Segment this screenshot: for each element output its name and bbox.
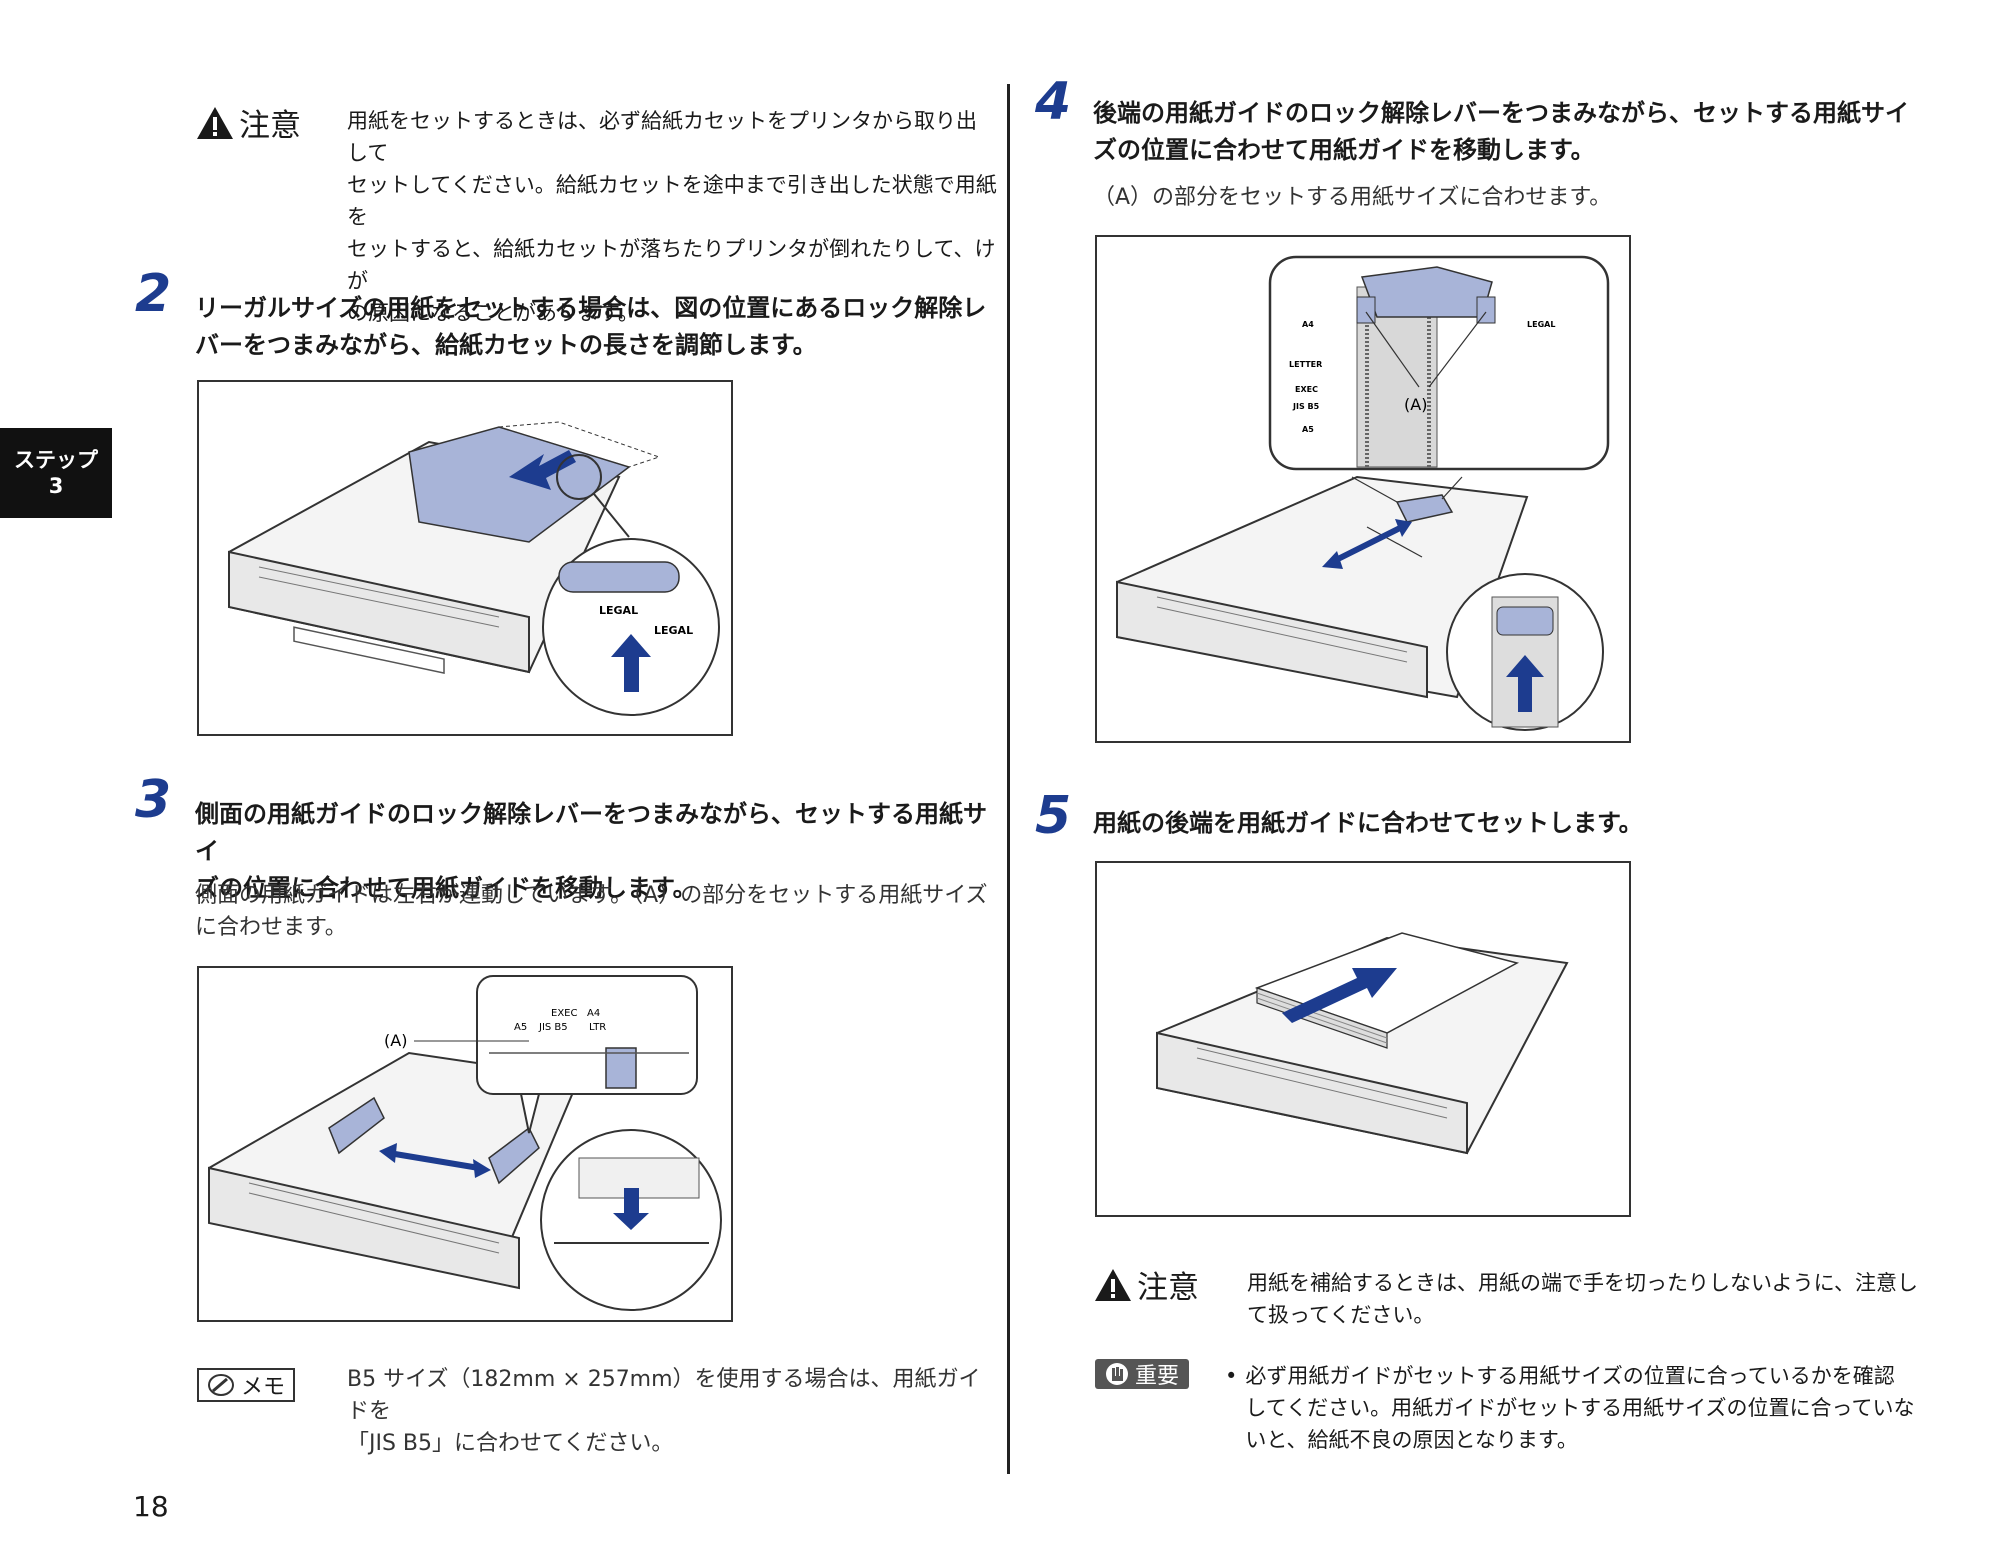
callout-a-label: (A) — [384, 1031, 407, 1050]
text-line: 必ず用紙ガイドがセットする用紙サイズの位置に合っているかを確認 — [1245, 1364, 1895, 1388]
column-divider — [1007, 84, 1010, 1474]
step-heading: リーガルサイズの用紙をセットする場合は、図の位置にあるロック解除レ バーをつまみ… — [195, 290, 995, 364]
heading-line: バーをつまみながら、給紙カセットの長さを調節します。 — [195, 331, 817, 359]
side-tab: ステップ 3 — [0, 428, 112, 518]
size-label: EXEC — [551, 1008, 577, 1019]
step-heading: 用紙の後端を用紙ガイドに合わせてセットします。 — [1093, 805, 1953, 842]
caution-heading: 注意 — [195, 100, 301, 145]
heading-line: ズの位置に合わせて用紙ガイドを移動します。 — [195, 874, 697, 902]
caution-text: 用紙を補給するときは、用紙の端で手を切ったりしないように、注意し て扱ってくださ… — [1247, 1267, 1947, 1331]
pencil-icon — [208, 1374, 234, 1396]
heading-line: ズの位置に合わせて用紙ガイドを移動します。 — [1093, 136, 1595, 164]
text-line: の原因になることがあります。 — [347, 301, 639, 325]
body-line: （A）の部分をセットする用紙サイズに合わせます。 — [1093, 185, 1612, 210]
step-body: （A）の部分をセットする用紙サイズに合わせます。 — [1093, 182, 1953, 214]
size-label: LTR — [589, 1022, 606, 1033]
heading-line: 側面の用紙ガイドのロック解除レバーをつまみながら、セットする用紙サイ — [195, 800, 987, 865]
size-label: LEGAL — [1527, 320, 1555, 329]
caution-heading: 注意 — [1093, 1262, 1199, 1307]
side-tab-step: 3 — [48, 474, 64, 498]
legal-label: LEGAL — [654, 624, 693, 637]
heading-line: リーガルサイズの用紙をセットする場合は、図の位置にあるロック解除レ — [195, 294, 987, 322]
body-line: B5 サイズ（182mm × 257mm）を使用する場合は、用紙ガイドを — [347, 1367, 981, 1424]
size-label: A4 — [1302, 320, 1314, 329]
text-line: セットしてください。給紙カセットを途中まで引き出した状態で用紙を — [347, 173, 997, 229]
body-line: に合わせます。 — [195, 915, 347, 940]
figure-cassette-length: LEGAL LEGAL — [197, 380, 733, 736]
step-heading: 後端の用紙ガイドのロック解除レバーをつまみながら、セットする用紙サイ ズの位置に… — [1093, 95, 1953, 169]
page-number: 18 — [133, 1490, 169, 1523]
text-line: 用紙を補給するときは、用紙の端で手を切ったりしないように、注意し — [1247, 1271, 1918, 1295]
size-label: JIS B5 — [1292, 402, 1320, 411]
memo-text: B5 サイズ（182mm × 257mm）を使用する場合は、用紙ガイドを 「JI… — [347, 1364, 997, 1460]
size-label: JIS B5 — [538, 1022, 568, 1033]
step-number: 4 — [1035, 72, 1072, 132]
figure-side-guide: EXEC A4 A5 JIS B5 LTR (A) — [197, 966, 733, 1322]
size-label: A4 — [587, 1008, 600, 1019]
warning-icon — [1095, 1268, 1131, 1301]
memo-label: メモ — [241, 1375, 286, 1400]
important-label: 重要 — [1135, 1364, 1180, 1389]
important-badge: 重要 — [1095, 1359, 1190, 1389]
size-label: EXEC — [1295, 385, 1318, 394]
size-label: A5 — [514, 1022, 527, 1033]
figure-load-paper — [1095, 861, 1631, 1217]
size-label: LETTER — [1289, 360, 1322, 369]
caution-label: 注意 — [1137, 1270, 1199, 1306]
text-line: 用紙をセットするときは、必ず給紙カセットをプリンタから取り出して — [347, 109, 977, 165]
step-number: 2 — [135, 264, 172, 324]
body-line: 「JIS B5」に合わせてください。 — [347, 1431, 674, 1456]
callout-a-label: (A) — [1404, 395, 1427, 414]
text-line: セットすると、給紙カセットが落ちたりプリンタが倒れたりして、けが — [347, 237, 996, 293]
text-line: してください。用紙ガイドがセットする用紙サイズの位置に合っていな — [1245, 1396, 1915, 1420]
bullet: • — [1225, 1364, 1238, 1388]
text-line: て扱ってください。 — [1247, 1303, 1435, 1327]
caution-label: 注意 — [239, 108, 301, 144]
legal-label: LEGAL — [599, 604, 638, 617]
hand-icon — [1106, 1363, 1128, 1385]
caution-text: 用紙をセットするときは、必ず給紙カセットをプリンタから取り出して セットしてくだ… — [347, 105, 997, 329]
heading-line: 後端の用紙ガイドのロック解除レバーをつまみながら、セットする用紙サイ — [1093, 99, 1909, 127]
step-number: 3 — [135, 770, 172, 830]
heading-line: 用紙の後端を用紙ガイドに合わせてセットします。 — [1093, 809, 1643, 837]
body-line: 側面の用紙ガイドは左右が連動しています。（A）の部分をセットする用紙サイズ — [195, 883, 988, 908]
side-tab-label: ステップ — [14, 448, 98, 472]
text-line: いと、給紙不良の原因となります。 — [1245, 1428, 1578, 1452]
important-item: • 必ず用紙ガイドがセットする用紙サイズの位置に合っているかを確認 してください… — [1225, 1360, 1955, 1456]
figure-rear-guide: (A) A4 LETTER EXEC JIS B5 A5 LEGAL — [1095, 235, 1631, 743]
step-body: 側面の用紙ガイドは左右が連動しています。（A）の部分をセットする用紙サイズ に合… — [195, 880, 995, 944]
step-heading: 側面の用紙ガイドのロック解除レバーをつまみながら、セットする用紙サイ ズの位置に… — [195, 796, 995, 907]
memo-badge: メモ — [197, 1368, 296, 1402]
step-number: 5 — [1035, 786, 1072, 846]
warning-icon — [197, 106, 233, 139]
size-label: A5 — [1302, 425, 1314, 434]
